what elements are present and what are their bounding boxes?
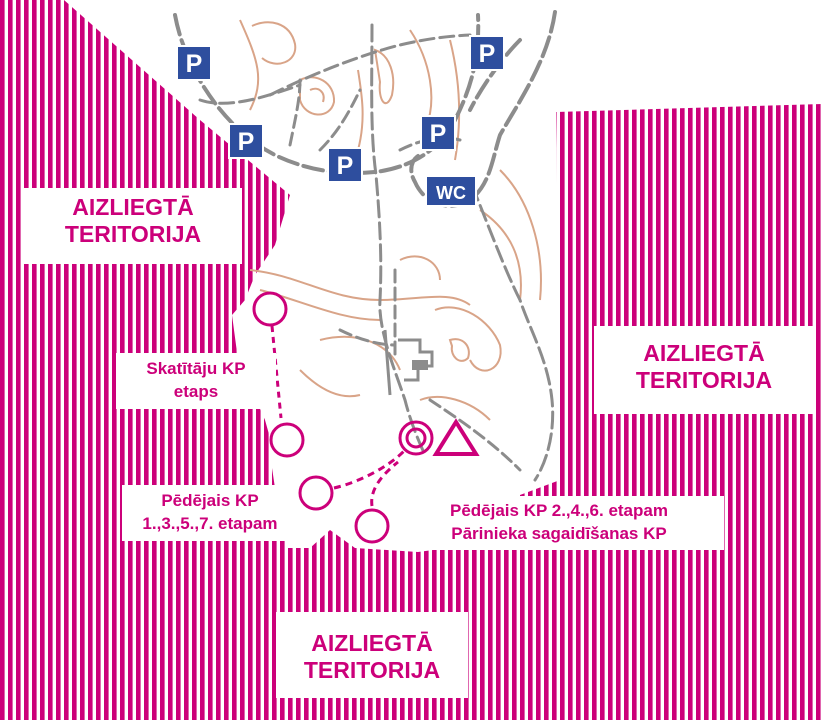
control-circle-icon[interactable] [298, 475, 334, 511]
spectator-label-line2: etaps [173, 382, 219, 401]
parking-icon: P [327, 147, 363, 183]
course-leg-finish-even [370, 460, 399, 507]
control-circle-icon[interactable] [354, 508, 390, 544]
parking-icon: P [176, 45, 212, 81]
svg-text:P: P [337, 152, 354, 180]
start-triangle-icon [432, 418, 480, 456]
course-leg-finish-odd [333, 448, 407, 490]
spectator-control-label: Skatītāju KP etaps [116, 353, 276, 409]
last-even-label-line1: Pēdējais KP 2.,4.,6. etapam [450, 501, 668, 520]
contour-lines [239, 19, 542, 421]
last-odd-label-line1: Pēdējais KP [161, 491, 259, 510]
spectator-label-line1: Skatītāju KP [146, 359, 246, 378]
restricted-area-label: AIZLIEGTĀ TERITORIJA [276, 612, 468, 698]
control-circle-icon[interactable] [252, 291, 288, 327]
finish-double-circle-icon[interactable] [398, 420, 434, 456]
course-leg-spectator [270, 325, 283, 419]
svg-text:P: P [186, 50, 203, 78]
parking-icon: P [228, 123, 264, 159]
restricted-area-label: AIZLIEGTĀ TERITORIJA [594, 326, 814, 414]
restricted-label-line2: TERITORIJA [303, 657, 441, 683]
last-control-even-label: Pēdējais KP 2.,4.,6. etapam Pārinieka sa… [394, 496, 724, 550]
last-even-label-line2: Pārinieka sagaidīšanas KP [451, 524, 667, 543]
buildings [383, 329, 434, 396]
restricted-area-label: AIZLIEGTĀ TERITORIJA [24, 188, 242, 264]
toilet-icon: WC [425, 175, 477, 207]
course-overprint [252, 291, 480, 544]
svg-text:P: P [479, 40, 496, 68]
restricted-label-line2: TERITORIJA [64, 221, 202, 247]
restricted-label-line1: AIZLIEGTĀ [72, 194, 194, 220]
parking-icon: P [420, 115, 456, 151]
last-odd-label-line2: 1.,3.,5.,7. etapam [142, 514, 278, 533]
last-control-odd-label: Pēdējais KP 1.,3.,5.,7. etapam [122, 485, 298, 541]
parking-signs: P P P P P WC [176, 35, 505, 207]
restricted-label-line1: AIZLIEGTĀ [311, 630, 433, 656]
svg-text:P: P [238, 128, 255, 156]
control-circle-icon[interactable] [269, 422, 305, 458]
restricted-label-line1: AIZLIEGTĀ [643, 340, 765, 366]
svg-text:P: P [430, 120, 447, 148]
parking-icon: P [469, 35, 505, 71]
restricted-label-line2: TERITORIJA [635, 367, 773, 393]
svg-text:WC: WC [436, 183, 466, 203]
